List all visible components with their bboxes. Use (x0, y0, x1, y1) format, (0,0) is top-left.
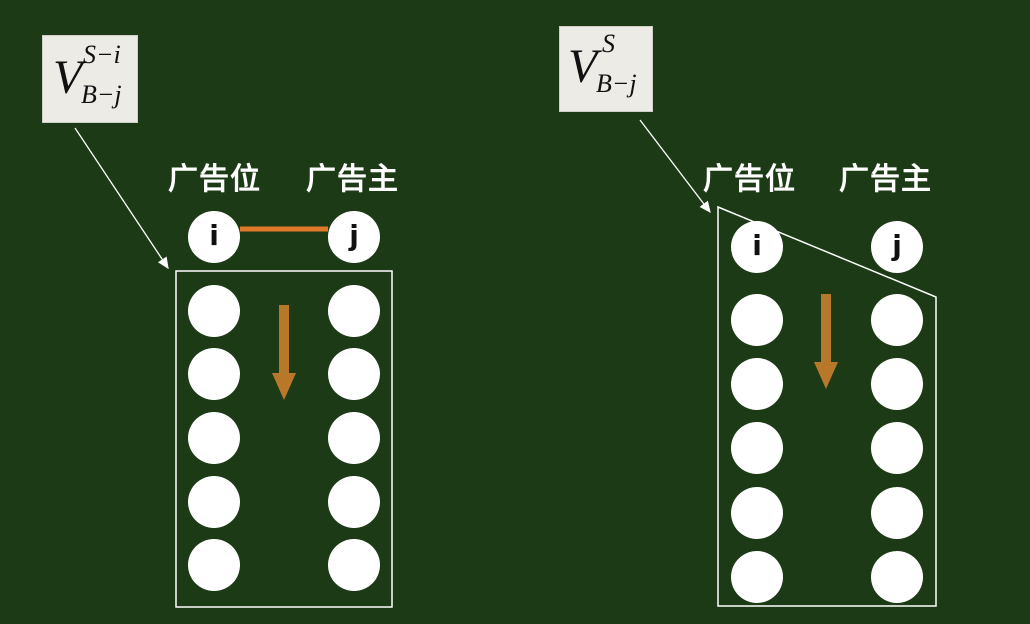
left-pointer-line (74, 127, 169, 270)
right-formula-subscript: B−j (596, 69, 637, 98)
left-node-i (188, 211, 240, 263)
right-down-arrow (814, 294, 838, 389)
left-slot-column (188, 285, 240, 591)
left-node-j-label: j (349, 219, 359, 252)
left-node-i-label: i (209, 219, 219, 252)
right-pointer-line (639, 119, 711, 214)
left-formula-superscript: S−i (83, 40, 121, 69)
right-node-j-label: j (892, 229, 902, 262)
right-outline-trapezoid (717, 205, 937, 607)
left-slot-label: 广告位 (168, 162, 261, 197)
left-formula-base: V (53, 51, 83, 104)
right-formula-superscript: S (602, 29, 615, 58)
left-formula-subscript: B−j (81, 80, 122, 109)
right-advertiser-label: 广告主 (839, 162, 932, 197)
right-formula-base: V (568, 40, 598, 93)
right-formula-box: V S B−j (559, 26, 653, 112)
left-advertiser-label: 广告主 (306, 162, 399, 197)
left-down-arrow (272, 305, 296, 400)
left-outline-box (175, 270, 393, 608)
left-node-j (328, 211, 380, 263)
right-node-j (871, 221, 923, 273)
right-advertiser-column (871, 294, 923, 603)
right-node-i-label: i (752, 229, 762, 262)
right-node-i (731, 221, 783, 273)
right-slot-label: 广告位 (703, 162, 796, 197)
left-formula-box: V S−i B−j (42, 35, 138, 123)
right-slot-column (731, 294, 783, 603)
left-advertiser-column (328, 285, 380, 591)
